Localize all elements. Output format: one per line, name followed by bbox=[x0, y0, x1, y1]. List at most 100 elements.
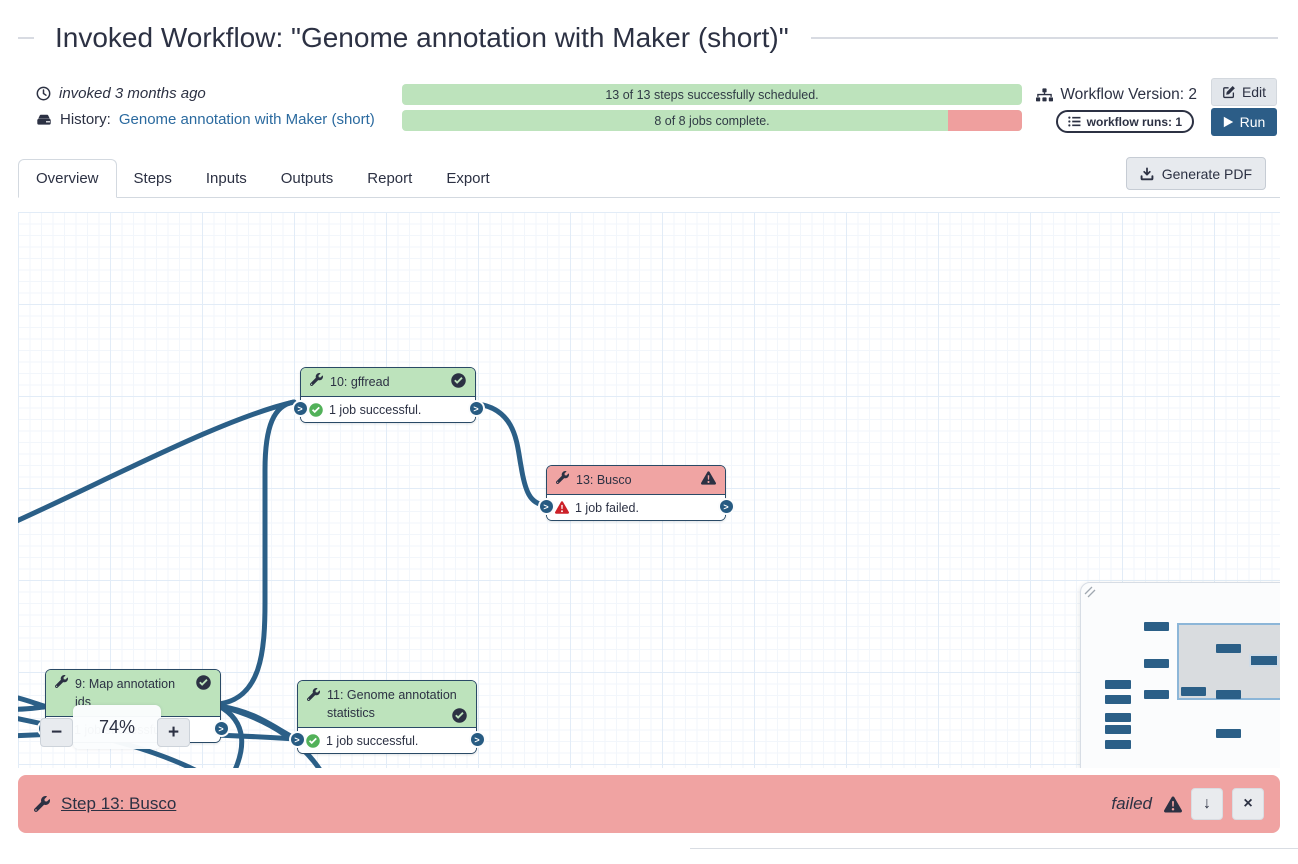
minimap-node bbox=[1144, 622, 1169, 631]
history-link[interactable]: Genome annotation with Maker (short) bbox=[118, 111, 375, 128]
wrench-icon bbox=[310, 373, 323, 386]
workflow-version-text: Workflow Version: 2 bbox=[1060, 86, 1197, 103]
output-port[interactable]: > bbox=[467, 400, 485, 418]
minimap-node bbox=[1144, 690, 1169, 699]
invoked-time-text: invoked 3 months ago bbox=[59, 85, 206, 102]
output-port[interactable]: > bbox=[717, 498, 735, 516]
tab-bar: Overview Steps Inputs Outputs Report Exp… bbox=[18, 157, 1280, 198]
wrench-icon bbox=[55, 675, 68, 688]
workflow-runs-badge[interactable]: workflow runs: 1 bbox=[1055, 110, 1194, 133]
minimap-node bbox=[1105, 740, 1131, 749]
error-triangle-icon bbox=[555, 501, 569, 514]
node-gffread-header: 10: gffread bbox=[301, 368, 475, 398]
tab-overview[interactable]: Overview bbox=[18, 159, 117, 198]
input-port[interactable]: > bbox=[288, 731, 306, 749]
success-check-icon bbox=[309, 402, 323, 417]
edit-button-label: Edit bbox=[1241, 84, 1267, 100]
node-gffread[interactable]: 10: gffread 1 job successful. > > bbox=[291, 367, 485, 424]
title-rule-right bbox=[810, 37, 1278, 39]
next-section-divider bbox=[690, 848, 1298, 849]
sitemap-icon bbox=[1036, 87, 1054, 103]
steps-progress-label: 13 of 13 steps successfully scheduled. bbox=[605, 87, 819, 102]
page-title: Invoked Workflow: "Genome annotation wit… bbox=[55, 22, 789, 53]
jobs-progress-failed-segment bbox=[947, 110, 1022, 131]
warning-triangle-icon bbox=[1164, 796, 1182, 813]
workflow-runs-label: workflow runs: 1 bbox=[1086, 114, 1182, 129]
workflow-version: Workflow Version: 2 bbox=[1036, 86, 1197, 104]
node-genome-annotation-statistics-body: 1 job successful. bbox=[298, 728, 476, 754]
play-icon bbox=[1223, 116, 1234, 128]
output-port[interactable]: > bbox=[212, 720, 230, 738]
invoked-time-row: invoked 3 months ago bbox=[36, 85, 375, 102]
zoom-level-display: 74% bbox=[73, 705, 161, 749]
step-close-button[interactable]: × bbox=[1232, 788, 1264, 820]
generate-pdf-label: Generate PDF bbox=[1161, 165, 1252, 182]
zoom-in-button[interactable]: + bbox=[157, 718, 190, 747]
step-detail-bar: Step 13: Busco failed ↓ × bbox=[18, 775, 1280, 833]
node-status-text: 1 job successful. bbox=[329, 402, 422, 417]
wrench-icon bbox=[34, 796, 50, 812]
minimap-node bbox=[1105, 725, 1131, 734]
list-icon bbox=[1067, 116, 1081, 127]
pencil-icon bbox=[1222, 85, 1236, 99]
history-hdd-icon bbox=[36, 112, 52, 128]
clock-icon bbox=[36, 86, 51, 101]
minimap-node bbox=[1216, 690, 1241, 699]
node-title: 10: gffread bbox=[330, 375, 390, 389]
success-check-icon bbox=[306, 733, 320, 748]
steps-progress-bar: 13 of 13 steps successfully scheduled. bbox=[402, 84, 1022, 105]
generate-pdf-button[interactable]: Generate PDF bbox=[1125, 157, 1266, 190]
minimap-node bbox=[1144, 659, 1169, 668]
title-row: Invoked Workflow: "Genome annotation wit… bbox=[18, 22, 1278, 54]
minimap-resize-handle[interactable] bbox=[1084, 586, 1098, 600]
input-port[interactable]: > bbox=[537, 498, 555, 516]
warning-triangle-icon bbox=[701, 471, 716, 485]
minimap[interactable] bbox=[1080, 582, 1280, 768]
title-rule-left bbox=[18, 37, 34, 39]
node-busco-header: 13: Busco bbox=[547, 466, 725, 496]
minimap-node bbox=[1216, 729, 1241, 738]
tab-export[interactable]: Export bbox=[446, 170, 490, 187]
jobs-progress-bar: 8 of 8 jobs complete. bbox=[402, 110, 1022, 131]
minimap-node bbox=[1105, 680, 1131, 689]
input-port[interactable]: > bbox=[291, 400, 309, 418]
jobs-progress-label: 8 of 8 jobs complete. bbox=[654, 113, 770, 128]
minimap-node bbox=[1105, 713, 1131, 722]
tab-report[interactable]: Report bbox=[367, 170, 413, 187]
step-detail-link[interactable]: Step 13: Busco bbox=[61, 794, 177, 813]
zoom-out-button[interactable]: − bbox=[40, 718, 73, 747]
wrench-icon bbox=[307, 688, 320, 701]
step-status-text: failed bbox=[1111, 794, 1152, 813]
minimap-node bbox=[1216, 644, 1241, 653]
wrench-icon bbox=[556, 471, 569, 484]
node-genome-annotation-statistics[interactable]: 11: Genome annotation statistics 1 job s… bbox=[288, 680, 486, 755]
minimap-node-selected bbox=[1249, 654, 1279, 667]
node-status-text: 1 job failed. bbox=[575, 500, 639, 515]
step-collapse-button[interactable]: ↓ bbox=[1191, 788, 1223, 820]
output-port[interactable]: > bbox=[468, 731, 486, 749]
run-button-label: Run bbox=[1239, 114, 1266, 130]
header-actions: Edit Run bbox=[1211, 78, 1277, 136]
edit-button[interactable]: Edit bbox=[1211, 78, 1277, 106]
node-busco[interactable]: 13: Busco 1 job failed. > > bbox=[537, 465, 735, 522]
history-label: History: bbox=[60, 111, 111, 128]
node-title: 13: Busco bbox=[576, 473, 632, 487]
check-circle-icon bbox=[451, 373, 466, 388]
node-title: 11: Genome annotation statistics bbox=[327, 688, 457, 721]
node-gffread-body: 1 job successful. bbox=[301, 397, 475, 423]
check-circle-icon bbox=[196, 675, 211, 690]
minimap-node bbox=[1181, 687, 1206, 696]
minimap-node bbox=[1105, 695, 1131, 704]
node-genome-annotation-statistics-header: 11: Genome annotation statistics bbox=[298, 681, 476, 729]
tab-outputs[interactable]: Outputs bbox=[280, 170, 334, 187]
tab-steps[interactable]: Steps bbox=[133, 170, 172, 187]
invocation-meta: invoked 3 months ago History: Genome ann… bbox=[36, 85, 375, 137]
node-status-text: 1 job successful. bbox=[326, 733, 419, 748]
history-row: History: Genome annotation with Maker (s… bbox=[36, 111, 375, 128]
tab-inputs[interactable]: Inputs bbox=[205, 170, 247, 187]
workflow-canvas[interactable]: 10: gffread 1 job successful. > > bbox=[18, 212, 1280, 768]
check-circle-icon bbox=[452, 708, 467, 723]
node-busco-body: 1 job failed. bbox=[547, 495, 725, 521]
run-button[interactable]: Run bbox=[1211, 108, 1277, 136]
